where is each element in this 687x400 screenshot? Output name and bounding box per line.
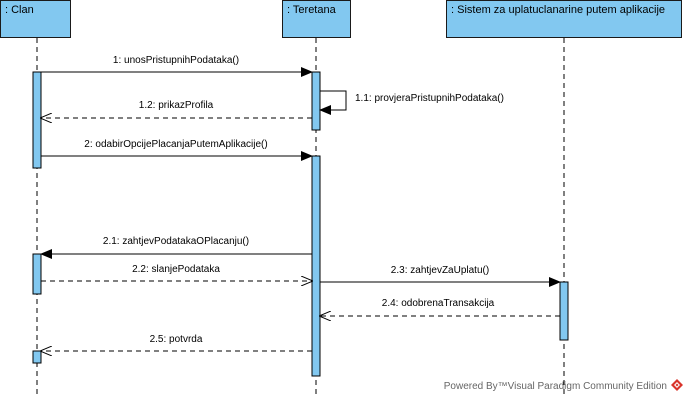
message-label-2[interactable]: 2: odabirOpcijePlacanjaPutemAplikacije() — [84, 139, 268, 150]
activation-sistem-1 — [559, 281, 569, 341]
activation-teretana-2 — [311, 155, 321, 377]
message-label-2-3[interactable]: 2.3: zahtjevZaUplatu() — [390, 265, 490, 276]
watermark: Powered By™Visual Paradigm Community Edi… — [444, 379, 683, 394]
lifeline-clan-head[interactable]: : Clan — [0, 0, 71, 38]
message-label-2-2[interactable]: 2.2: slanjePodataka — [132, 264, 220, 275]
activation-clan-3 — [32, 350, 42, 364]
lifeline-teretana-label: : Teretana — [287, 4, 336, 16]
message-label-1-2[interactable]: 1.2: prikazProfila — [138, 100, 214, 111]
message-label-2-1[interactable]: 2.1: zahtjevPodatakaOPlacanju() — [102, 236, 250, 247]
activation-clan-1 — [32, 71, 42, 169]
activation-clan-2 — [32, 253, 42, 295]
watermark-text: Powered By™Visual Paradigm Community Edi… — [443, 381, 667, 392]
visual-paradigm-logo-icon — [671, 379, 683, 394]
message-label-2-5[interactable]: 2.5: potvrda — [149, 334, 203, 345]
message-label-1-1[interactable]: 1.1: provjeraPristupnihPodataka() — [355, 93, 504, 104]
lifeline-clan-label: : Clan — [5, 4, 34, 16]
lifeline-sistem-label: : Sistem za uplatuclanarine putem aplika… — [451, 4, 666, 16]
message-label-2-4[interactable]: 2.4: odobrenaTransakcija — [381, 298, 495, 309]
activation-teretana-1 — [311, 71, 321, 131]
lifeline-teretana-head[interactable]: : Teretana — [282, 0, 351, 38]
lifeline-sistem-head[interactable]: : Sistem za uplatuclanarine putem aplika… — [446, 0, 682, 38]
message-arrow-1-1 — [319, 90, 347, 115]
message-label-1[interactable]: 1: unosPristupnihPodataka() — [112, 55, 240, 66]
